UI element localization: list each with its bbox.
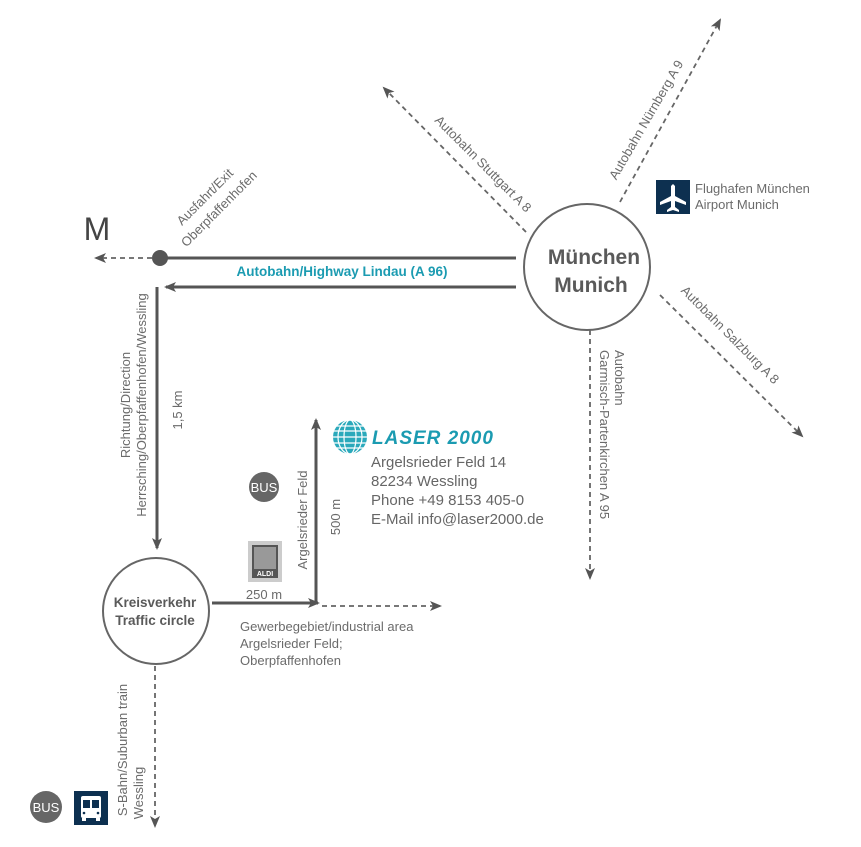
label-nuernberg: Autobahn Nürnberg A 9 [606,57,687,182]
label-industrial-1: Gewerbegebiet/industrial area [240,619,414,634]
roundabout-label-de: Kreisverkehr [114,595,197,610]
bus-icon [74,791,108,825]
label-direction-1: Richtung/Direction [118,352,133,458]
label-stuttgart: Autobahn Stuttgart A 8 [432,113,535,216]
label-garmisch-1: Autobahn [612,350,627,406]
laser2000-globe-icon [333,419,367,455]
label-industrial-3: Oberpfaffenhofen [240,653,341,668]
munich-circle [523,203,651,331]
bus-stop-icon: BUS [249,472,279,502]
bus-label-bottom: BUS [33,800,60,815]
airport-label-en: Airport Munich [695,197,779,212]
bus-label: BUS [251,480,278,495]
company-phone: Phone +49 8153 405-0 [371,492,524,509]
company-email: E-Mail info@laser2000.de [371,511,544,528]
airport-label-de: Flughafen München [695,181,810,196]
label-sbahn-2: Wessling [131,767,146,820]
company-address: Argelsrieder Feld 14 [371,454,506,471]
company-city: 82234 Wessling [371,473,477,490]
road-stuttgart [382,86,527,233]
bus-stop-icon-bottom: BUS [30,791,62,823]
roundabout-label-en: Traffic circle [115,613,195,628]
airplane-icon [656,180,690,214]
label-sbahn-1: S-Bahn/Suburban train [115,684,130,816]
roundabout-circle [102,557,210,665]
laser2000-logo-text: LASER 2000 [372,428,494,449]
label-argelsrieder-feld: Argelsrieder Feld [295,471,310,570]
label-industrial-2: Argelsrieder Feld; [240,636,343,651]
mcdonalds-icon: M [84,211,111,247]
label-1-5-km: 1,5 km [170,390,185,429]
label-direction-2: Herrsching/Oberpfaffenhofen/Wessling [134,293,149,517]
aldi-label: ALDI [257,571,273,578]
munich-label-de: München [548,246,640,269]
aldi-store-icon: ALDI [248,541,282,582]
road-salzburg [659,294,804,438]
exit-dot [152,250,168,266]
label-500m: 500 m [328,499,343,535]
label-salzburg: Autobahn Salzburg A 8 [678,283,782,387]
munich-label-en: Munich [554,274,628,297]
label-garmisch-2: Garmisch-Partenkirchen A 95 [597,350,612,519]
label-250m: 250 m [246,587,282,602]
road-nuernberg [619,18,721,203]
label-highway-lindau: Autobahn/Highway Lindau (A 96) [237,264,448,279]
